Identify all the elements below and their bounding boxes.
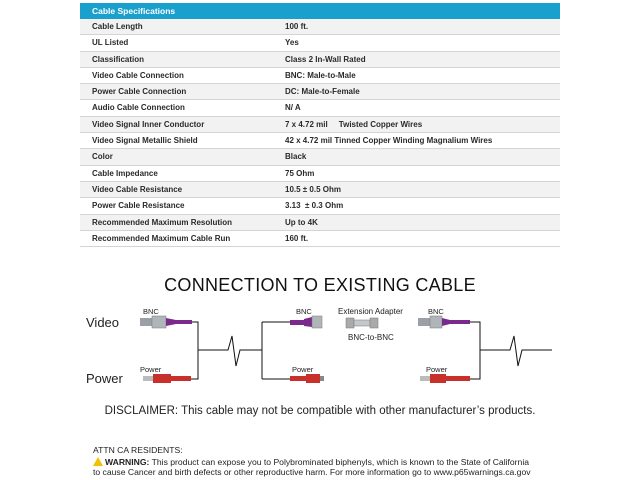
spec-row: Power Cable Resistance 3.13 ± 0.3 Ohm [80, 198, 560, 215]
spec-row: Color Black [80, 149, 560, 166]
spec-value: BNC: Male-to-Male [285, 70, 356, 80]
spec-value: Class 2 In-Wall Rated [285, 54, 366, 64]
spec-value: 100 ft. [285, 22, 309, 31]
spec-row: Video Signal Metallic Shield 42 x 4.72 mi… [80, 133, 560, 150]
spec-value: Up to 4K [285, 217, 318, 227]
spec-label: Recommended Maximum Cable Run [92, 233, 231, 243]
spec-label: Color [92, 152, 113, 162]
notice-warning-line: WARNING: This product can expose you to … [93, 456, 633, 468]
bnc-to-bnc-label: BNC-to-BNC [348, 333, 394, 342]
spec-row: Recommended Maximum Cable Run 160 ft. [80, 230, 560, 248]
bnc-connector-right [418, 315, 470, 329]
power-label: Power [86, 371, 123, 386]
spec-label: Power Cable Resistance [92, 201, 185, 211]
bnc-label-1: BNC [143, 307, 159, 316]
video-label: Video [86, 315, 120, 330]
spec-label: Video Signal Inner Conductor [92, 119, 205, 129]
spec-value: 42 x 4.72 mil Tinned Copper Winding Magn… [285, 136, 493, 146]
bnc-connector-middle [290, 315, 323, 329]
spec-label: Cable Impedance [92, 168, 158, 178]
power-connector-right [420, 374, 470, 383]
spec-label: Video Cable Connection [92, 70, 184, 80]
spec-table-header: Cable Specifications [80, 3, 560, 19]
bnc-label-2: BNC [296, 307, 312, 316]
bnc-label-3: BNC [428, 307, 444, 316]
spec-label: Video Signal Metallic Shield [92, 136, 198, 146]
extension-adapter [345, 317, 379, 329]
spec-label: Recommended Maximum Resolution [92, 217, 233, 227]
spec-row: Power Cable Connection DC: Male-to-Female [80, 84, 560, 101]
spec-label: Classification [92, 54, 145, 64]
spec-value: N/ A [285, 103, 301, 113]
spec-row: Recommended Maximum Resolution Up to 4K [80, 214, 560, 231]
notice-heading: ATTN CA RESIDENTS: [93, 445, 183, 455]
extension-adapter-label: Extension Adapter [338, 307, 403, 316]
spec-value: Yes [285, 38, 299, 48]
spec-value: 7 x 4.72 mil Twisted Copper Wires [285, 119, 423, 129]
warning-text-line2: to cause Cancer and birth defects or oth… [93, 467, 531, 478]
spec-row: Video Signal Inner Conductor 7 x 4.72 mil… [80, 116, 560, 134]
spec-label: UL Listed [92, 38, 129, 48]
spec-value: 3.13 ± 0.3 Ohm [285, 201, 344, 211]
cable-lines-right [470, 321, 552, 380]
power-small-label-3: Power [426, 365, 448, 374]
spec-row: Cable Length 100 ft. [80, 19, 560, 36]
spec-row: Video Cable Resistance 10.5 ± 0.5 Ohm [80, 181, 560, 199]
bnc-connector-left [140, 315, 192, 329]
spec-row: Video Cable Connection BNC: Male-to-Male [80, 67, 560, 85]
spec-row: Cable Impedance 75 Ohm [80, 165, 560, 182]
warning-label: WARNING: [105, 456, 150, 467]
cable-lines-left [191, 321, 290, 380]
power-connector-left [143, 374, 191, 383]
spec-row: UL Listed Yes [80, 35, 560, 52]
spec-row: Classification Class 2 In-Wall Rated [80, 51, 560, 68]
diagram-title: CONNECTION TO EXISTING CABLE [164, 275, 476, 295]
spec-value: Black [285, 152, 307, 162]
spec-label: Audio Cable Connection [92, 103, 185, 113]
power-small-label-1: Power [140, 365, 162, 374]
warning-text-line1: This product can expose you to Polybromi… [149, 456, 530, 467]
power-connector-middle [290, 374, 324, 383]
spec-value: 75 Ohm [285, 168, 315, 178]
power-small-label-2: Power [292, 365, 314, 374]
spec-row: Audio Cable Connection N/ A [80, 100, 560, 117]
spec-value: 10.5 ± 0.5 Ohm [285, 184, 341, 194]
disclaimer-text: DISCLAIMER: This cable may not be compat… [104, 405, 536, 417]
warning-icon [93, 456, 103, 466]
spec-label: Power Cable Connection [92, 87, 187, 97]
spec-value: DC: Male-to-Female [285, 87, 360, 97]
spec-value: 160 ft. [285, 233, 309, 243]
spec-label: Video Cable Resistance [92, 184, 183, 194]
spec-label: Cable Length [92, 22, 143, 31]
ca-notice: ATTN CA RESIDENTS: WARNING: This product… [93, 445, 633, 478]
